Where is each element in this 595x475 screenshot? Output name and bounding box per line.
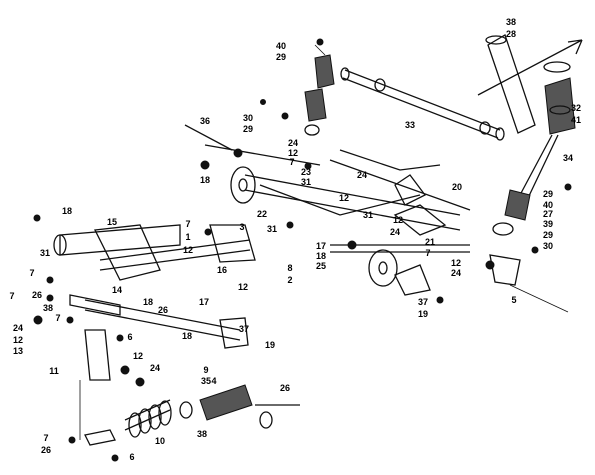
callout-38: 38 xyxy=(505,17,517,27)
callout-12: 12 xyxy=(237,282,249,292)
callout-22: 22 xyxy=(256,209,268,219)
rear-shock-absorber xyxy=(477,34,583,236)
callout-7: 7 xyxy=(425,248,431,258)
callout-24: 24 xyxy=(12,323,24,333)
callout-7: 7 xyxy=(55,313,61,323)
callout-6: 6 xyxy=(129,452,135,462)
callout-11: 11 xyxy=(49,366,59,376)
callout-19: 19 xyxy=(264,340,276,350)
callout-19: 19 xyxy=(417,309,429,319)
callout-40: 40 xyxy=(542,200,554,210)
callout-40: 40 xyxy=(275,41,287,51)
callout-25: 25 xyxy=(315,261,327,271)
callout-9: 9 xyxy=(203,365,209,375)
callout-29: 29 xyxy=(275,52,287,62)
upper-cross-shaft xyxy=(340,67,505,141)
callout-5: 5 xyxy=(511,295,517,305)
callout-4: 4 xyxy=(211,376,217,386)
rear-arm-assembly xyxy=(204,144,569,313)
callout-18: 18 xyxy=(181,331,193,341)
callout-8: 8 xyxy=(287,263,293,273)
callout-18: 18 xyxy=(315,251,327,261)
callout-21: 21 xyxy=(424,237,436,247)
callout-14: 14 xyxy=(111,285,123,295)
callout-12: 12 xyxy=(450,258,462,268)
callout-26: 26 xyxy=(279,383,291,393)
callout-12: 12 xyxy=(182,245,194,255)
callout-18: 18 xyxy=(199,175,211,185)
callout-35: 35 xyxy=(200,376,212,386)
callout-27: 27 xyxy=(542,209,554,219)
callout-2: 2 xyxy=(287,275,293,285)
callout-24: 24 xyxy=(356,170,368,180)
fasteners xyxy=(33,38,572,462)
callout-15: 15 xyxy=(106,217,118,227)
callout-31: 31 xyxy=(300,177,312,187)
callout-31: 31 xyxy=(39,248,51,258)
callout-37: 37 xyxy=(238,324,250,334)
callout-32: 32 xyxy=(570,103,582,113)
callout-17: 17 xyxy=(315,241,327,251)
callout-12: 12 xyxy=(338,193,350,203)
callout-34: 34 xyxy=(562,153,574,163)
callout-7: 7 xyxy=(43,433,49,443)
callout-41: 41 xyxy=(570,115,582,125)
callout-6: 6 xyxy=(127,332,133,342)
front-arm-assembly xyxy=(53,224,256,440)
callout-12: 12 xyxy=(287,148,299,158)
callout-26: 26 xyxy=(40,445,52,455)
callout-26: 26 xyxy=(31,290,43,300)
callout-28: 28 xyxy=(505,29,517,39)
callout-7: 7 xyxy=(9,291,15,301)
callout-7: 7 xyxy=(29,268,35,278)
callout-12: 12 xyxy=(132,351,144,361)
callout-29: 29 xyxy=(542,230,554,240)
front-shock-absorber xyxy=(304,44,335,136)
callout-24: 24 xyxy=(389,227,401,237)
callout-3: 3 xyxy=(239,222,245,232)
callout-24: 24 xyxy=(149,363,161,373)
callout-18: 18 xyxy=(142,297,154,307)
callout-30: 30 xyxy=(242,113,254,123)
callout-17: 17 xyxy=(198,297,210,307)
callout-31: 31 xyxy=(266,224,278,234)
callout-1: 1 xyxy=(185,232,191,242)
callout-24: 24 xyxy=(287,138,299,148)
callout-26: 26 xyxy=(157,305,169,315)
callout-16: 16 xyxy=(216,265,228,275)
callout-12: 12 xyxy=(12,335,24,345)
callout-33: 33 xyxy=(404,120,416,130)
callout-29: 29 xyxy=(542,189,554,199)
callout-38: 38 xyxy=(196,429,208,439)
callout-29: 29 xyxy=(242,124,254,134)
callout-30: 30 xyxy=(542,241,554,251)
callout-38: 38 xyxy=(42,303,54,313)
callout-7: 7 xyxy=(185,219,191,229)
callout-37: 37 xyxy=(417,297,429,307)
callout-13: 13 xyxy=(12,346,24,356)
callout-7: 7 xyxy=(289,157,295,167)
callout-23: 23 xyxy=(300,167,312,177)
callout-18: 18 xyxy=(61,206,73,216)
callout-12: 12 xyxy=(392,215,404,225)
callout-10: 10 xyxy=(154,436,166,446)
callout-39: 39 xyxy=(542,219,554,229)
callout-20: 20 xyxy=(451,182,463,192)
callout-24: 24 xyxy=(450,268,462,278)
callout-31: 31 xyxy=(362,210,374,220)
front-spring-shock xyxy=(84,384,300,446)
callout-36: 36 xyxy=(199,116,211,126)
